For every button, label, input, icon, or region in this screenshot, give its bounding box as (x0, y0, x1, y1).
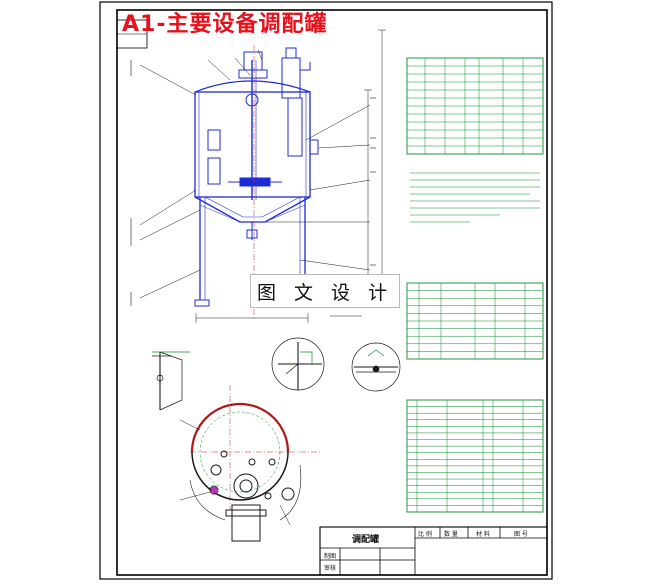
notes-block (410, 172, 540, 223)
tank-elevation-view (194, 47, 319, 307)
title-block-scale-header: 比 例 (418, 531, 432, 538)
page-title: A1-主要设备调配罐 (122, 12, 328, 37)
title-block-material-header: 材 料 (476, 531, 490, 538)
title-block-drawing-no-header: 图 号 (514, 531, 528, 538)
title-block-drawing-name: 调配罐 (352, 535, 380, 545)
title-block-drawn-label: 制图 (324, 553, 337, 560)
tank-plan-view (179, 402, 302, 542)
detail-view-weld-2 (351, 342, 401, 392)
watermark-text: 图 文 设 计 (256, 281, 394, 304)
title-block-checked-label: 审核 (324, 565, 337, 572)
detail-view-support (152, 351, 190, 411)
dimension-lines (139, 29, 386, 323)
centerlines (190, 45, 320, 510)
title-block-frame (319, 526, 548, 576)
detail-view-weld-1 (271, 337, 325, 391)
watermark: 图 文 设 计 (250, 274, 400, 308)
title-block-qty-header: 数 量 (444, 531, 458, 538)
outer-border (99, 1, 553, 580)
parts-list-table (406, 399, 544, 513)
callout-marks (130, 60, 376, 306)
